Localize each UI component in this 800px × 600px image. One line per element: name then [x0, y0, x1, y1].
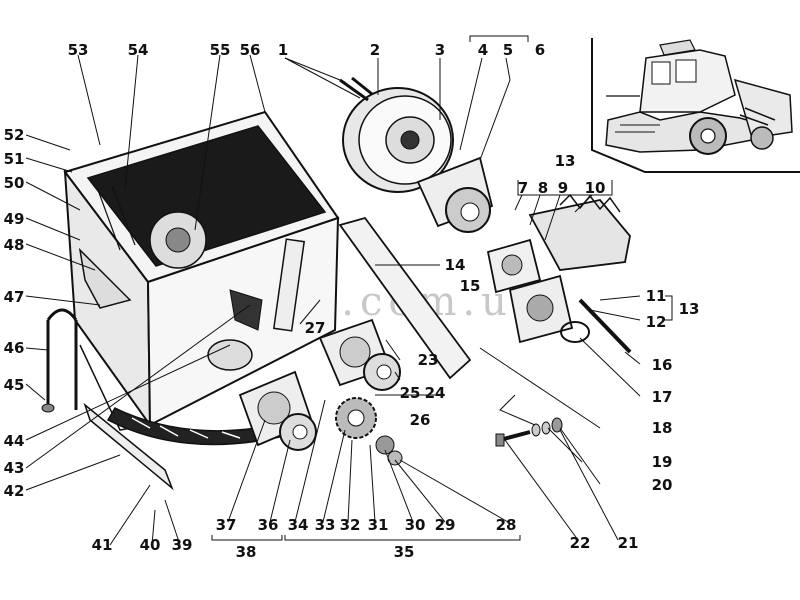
callout-23: 23 — [418, 351, 439, 369]
bottom-trough — [83, 402, 302, 491]
callout-13-top: 13 — [555, 152, 576, 170]
callout-3: 3 — [435, 41, 445, 59]
callout-35: 35 — [394, 543, 415, 561]
callout-44: 44 — [4, 432, 25, 450]
callout-5: 5 — [503, 41, 513, 59]
callout-54: 54 — [128, 41, 149, 59]
callout-42: 42 — [4, 482, 25, 500]
callout-22: 22 — [570, 534, 591, 552]
callout-45: 45 — [4, 376, 25, 394]
callout-6: 6 — [535, 41, 545, 59]
callout-18: 18 — [652, 419, 673, 437]
callout-49: 49 — [4, 210, 25, 228]
callout-2: 2 — [370, 41, 380, 59]
callout-40: 40 — [140, 536, 161, 554]
callout-9: 9 — [558, 179, 568, 197]
callout-4: 4 — [478, 41, 488, 59]
callout-27: 27 — [305, 319, 326, 337]
u-bolt — [46, 308, 78, 410]
shaft-assembly — [486, 193, 632, 354]
combine-harvester-icon — [591, 38, 800, 173]
callout-53: 53 — [68, 41, 89, 59]
bolt — [495, 417, 563, 447]
callout-15: 15 — [460, 277, 481, 295]
pulley — [339, 76, 454, 193]
callout-20: 20 — [652, 476, 673, 494]
callout-26: 26 — [410, 411, 431, 429]
sprocket — [335, 397, 403, 466]
callout-39: 39 — [172, 536, 193, 554]
callout-56: 56 — [240, 41, 261, 59]
support-bar — [338, 216, 472, 380]
callout-labels: 1 2 3 4 5 6 7 8 9 10 11 12 13 13 14 15 1… — [4, 41, 700, 561]
callout-29: 29 — [435, 516, 456, 534]
callout-10: 10 — [585, 179, 606, 197]
callout-19: 19 — [652, 453, 673, 471]
callout-43: 43 — [4, 459, 25, 477]
callout-36: 36 — [258, 516, 279, 534]
callout-13-right: 13 — [679, 300, 700, 318]
callout-41: 41 — [92, 536, 113, 554]
callout-48: 48 — [4, 236, 25, 254]
callout-24: 24 — [425, 384, 446, 402]
callout-11: 11 — [646, 287, 667, 305]
callout-31: 31 — [368, 516, 389, 534]
callout-32: 32 — [340, 516, 361, 534]
callout-52: 52 — [4, 126, 25, 144]
callout-30: 30 — [405, 516, 426, 534]
callout-25: 25 — [400, 384, 421, 402]
callout-12: 12 — [646, 313, 667, 331]
callout-38: 38 — [236, 543, 257, 561]
callout-34: 34 — [288, 516, 309, 534]
callout-50: 50 — [4, 174, 25, 192]
callout-55: 55 — [210, 41, 231, 59]
callout-33: 33 — [315, 516, 336, 534]
callout-28: 28 — [496, 516, 517, 534]
leader-lines — [25, 35, 673, 546]
callout-14: 14 — [445, 256, 466, 274]
housing — [63, 110, 340, 431]
bearing-housing — [416, 156, 494, 233]
callout-21: 21 — [618, 534, 639, 552]
callout-17: 17 — [652, 388, 673, 406]
callout-51: 51 — [4, 150, 25, 168]
callout-46: 46 — [4, 339, 25, 357]
callout-37: 37 — [216, 516, 237, 534]
callout-1: 1 — [278, 41, 288, 59]
callout-7: 7 — [518, 179, 528, 197]
flange-bearings — [238, 318, 401, 451]
callout-47: 47 — [4, 288, 25, 306]
callout-16: 16 — [652, 356, 673, 374]
callout-8: 8 — [538, 179, 548, 197]
